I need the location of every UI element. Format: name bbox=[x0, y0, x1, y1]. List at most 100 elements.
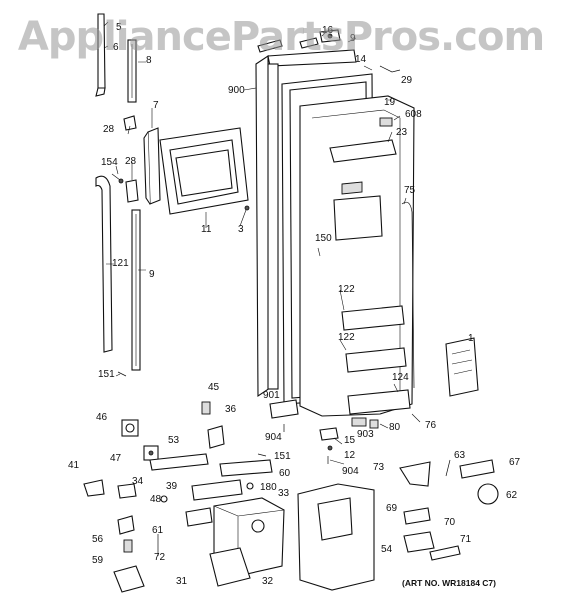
callout-label: 124 bbox=[392, 372, 409, 383]
part-62 bbox=[477, 483, 499, 505]
tube-75 bbox=[401, 201, 415, 389]
callout-label: 1 bbox=[468, 333, 474, 344]
callout-label: 122 bbox=[338, 332, 355, 343]
callout-label: 3 bbox=[238, 224, 244, 235]
callout-label: 904 bbox=[342, 466, 359, 477]
shelf-122-lower bbox=[345, 347, 407, 373]
callout-label: 900 bbox=[228, 85, 245, 96]
dispenser-housing-32 bbox=[209, 497, 285, 587]
wire-29 bbox=[379, 65, 401, 73]
screw-151-lower bbox=[257, 453, 267, 457]
callout-label: 8 bbox=[146, 55, 152, 66]
door-outer-900 bbox=[255, 49, 357, 398]
callout-label: 61 bbox=[152, 525, 164, 536]
part-41 bbox=[83, 479, 105, 497]
screw-151 bbox=[117, 371, 127, 377]
part-45 bbox=[201, 401, 211, 415]
callout-label: 41 bbox=[68, 460, 80, 471]
part-67 bbox=[459, 459, 495, 479]
callout-label: 36 bbox=[225, 404, 237, 415]
callout-label: 48 bbox=[150, 494, 162, 505]
part-63 bbox=[445, 459, 451, 477]
hinge-parts-top bbox=[257, 29, 341, 53]
dispenser-frame-11 bbox=[159, 127, 249, 215]
screw-154 bbox=[111, 173, 124, 184]
trim-121 bbox=[95, 175, 113, 353]
callout-label: 16 bbox=[322, 25, 334, 36]
shelf-23 bbox=[329, 139, 397, 163]
callout-label: 32 bbox=[262, 576, 274, 587]
part-901 bbox=[269, 399, 299, 419]
callout-label: 904 bbox=[265, 432, 282, 443]
callout-label: 9 bbox=[350, 33, 356, 44]
callout-label: 63 bbox=[454, 450, 466, 461]
trim-5-6 bbox=[95, 13, 106, 97]
handle-7 bbox=[143, 127, 161, 205]
callout-label: 154 bbox=[101, 157, 118, 168]
callout-label: 28 bbox=[103, 124, 115, 135]
part-15 bbox=[319, 427, 339, 441]
callout-label: 31 bbox=[176, 576, 188, 587]
bar-60 bbox=[219, 459, 273, 477]
callout-label: 60 bbox=[279, 468, 291, 479]
part-56 bbox=[117, 515, 135, 535]
callout-label: 72 bbox=[154, 552, 166, 563]
callout-label: 608 bbox=[405, 109, 422, 120]
callout-label: 15 bbox=[344, 435, 356, 446]
callout-label: 59 bbox=[92, 555, 104, 566]
shelf-122-upper bbox=[341, 305, 405, 331]
part-71 bbox=[429, 545, 461, 561]
part-61 bbox=[123, 539, 133, 553]
dispenser-recess bbox=[333, 181, 383, 241]
callout-label: 19 bbox=[384, 97, 396, 108]
part-46 bbox=[121, 419, 139, 437]
callout-label: 34 bbox=[132, 476, 144, 487]
callout-label: 121 bbox=[112, 258, 129, 269]
callout-label: 69 bbox=[386, 503, 398, 514]
clip-608 bbox=[379, 117, 393, 127]
part-48 bbox=[160, 495, 168, 503]
funnel-59 bbox=[113, 565, 145, 593]
callout-label: 9 bbox=[149, 269, 155, 280]
part-903 bbox=[351, 417, 367, 427]
callout-label: 151 bbox=[98, 369, 115, 380]
callout-label: 54 bbox=[381, 544, 393, 555]
callout-label: 53 bbox=[168, 435, 180, 446]
callout-label: 47 bbox=[110, 453, 122, 464]
callout-label: 73 bbox=[373, 462, 385, 473]
part-70 bbox=[403, 531, 435, 553]
callout-label: 71 bbox=[460, 534, 472, 545]
manual-1 bbox=[445, 337, 479, 397]
board-39 bbox=[191, 479, 243, 501]
callout-labels: 1 3 56 7 8 9 9 11 121 41 5 16 19 23 28 28 29 31 32 33 34 36 39… bbox=[68, 22, 521, 587]
callout-label: 67 bbox=[509, 457, 521, 468]
callout-label: 14 bbox=[355, 54, 367, 65]
callout-label: 70 bbox=[444, 517, 456, 528]
callout-label: 7 bbox=[153, 100, 159, 111]
callout-label: 180 bbox=[260, 482, 277, 493]
part-36 bbox=[207, 425, 225, 449]
plate-53 bbox=[149, 453, 209, 471]
bracket-28-lower bbox=[125, 179, 139, 203]
callout-label: 45 bbox=[208, 382, 220, 393]
callout-label: 62 bbox=[506, 490, 518, 501]
callout-label: 23 bbox=[396, 127, 408, 138]
callout-label: 39 bbox=[166, 481, 178, 492]
callout-label: 75 bbox=[404, 185, 416, 196]
shelf-124 bbox=[347, 389, 411, 415]
part-69 bbox=[403, 507, 431, 525]
callout-label: 28 bbox=[125, 156, 137, 167]
callout-label: 5 bbox=[116, 22, 122, 33]
part-58 bbox=[185, 507, 213, 527]
callout-label: 80 bbox=[389, 422, 401, 433]
part-73 bbox=[399, 461, 431, 487]
callout-label: 6 bbox=[113, 42, 119, 53]
callout-label: 151 bbox=[274, 451, 291, 462]
callout-label: 29 bbox=[401, 75, 413, 86]
callout-label: 33 bbox=[278, 488, 290, 499]
callout-label: 56 bbox=[92, 534, 104, 545]
trim-9 bbox=[131, 209, 141, 371]
callout-label: 11 bbox=[201, 224, 212, 235]
part-47 bbox=[143, 445, 159, 461]
